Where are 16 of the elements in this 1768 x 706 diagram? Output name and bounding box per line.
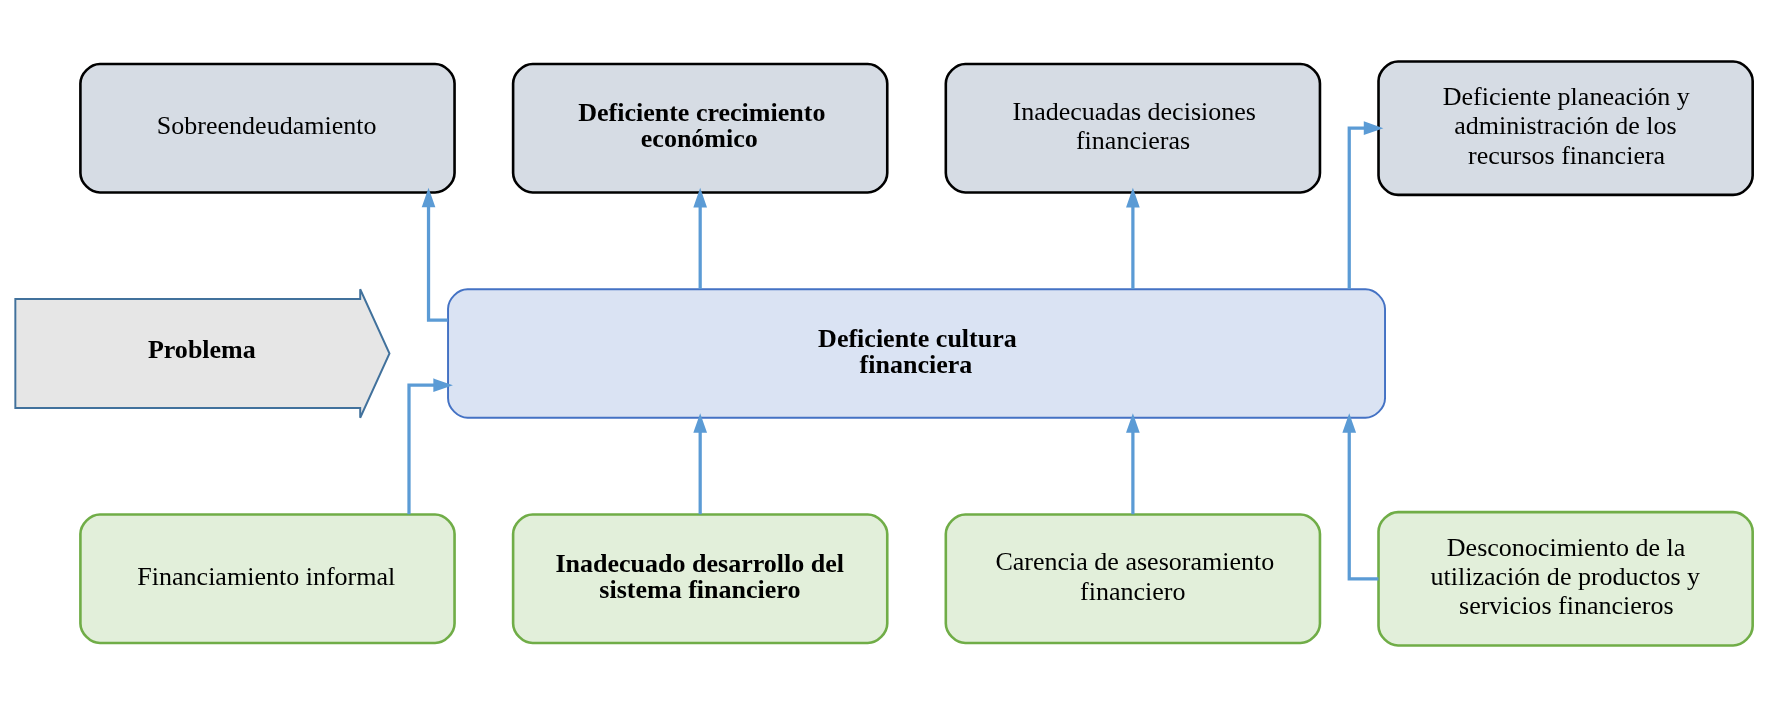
node-box: Inadecuadas decisiones financieras <box>944 62 1322 194</box>
arrow <box>421 187 448 322</box>
arrow <box>693 412 708 514</box>
node-box: Deficiente cultura financiera <box>447 287 1386 419</box>
arrow <box>1126 412 1140 514</box>
arrow <box>1347 120 1384 289</box>
node-box: Inadecuado desarrollo del sistema financiero <box>511 512 889 644</box>
arrow <box>693 187 708 289</box>
node-box: Sobreendeudamiento <box>79 62 456 194</box>
node-box: Desconocimiento de la utilización de productos y servicios financieros <box>1377 510 1754 647</box>
node-box: Financiamiento informal <box>79 512 456 644</box>
node-box: Deficiente crecimiento económico <box>511 62 889 194</box>
arrow <box>407 377 453 514</box>
arrow <box>1126 187 1140 289</box>
node-box: Carencia de asesoramiento financiero <box>944 512 1322 644</box>
node-box: Deficiente planeación y administración de los recursos financiera <box>1377 59 1754 196</box>
